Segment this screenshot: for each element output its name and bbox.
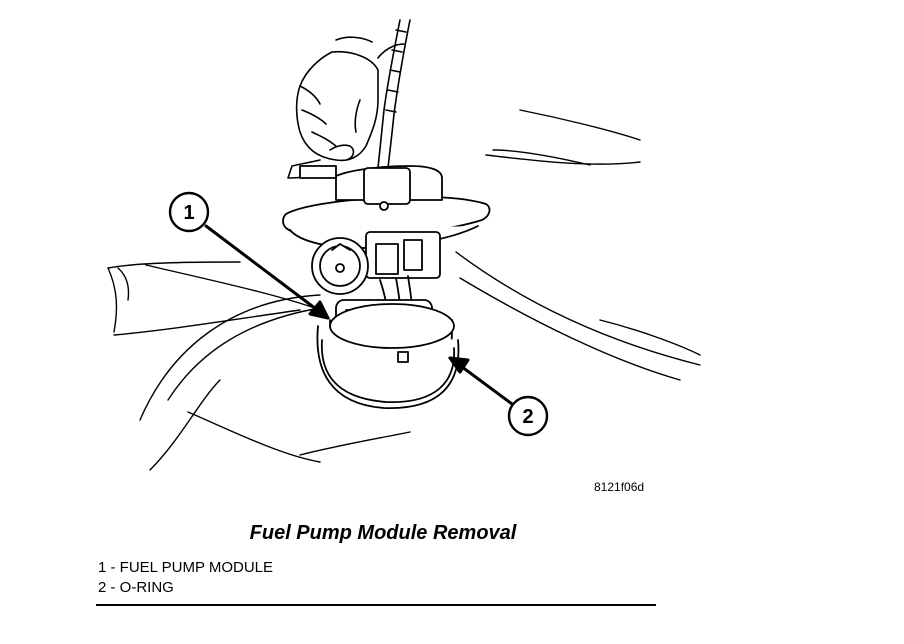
callout-1: 1	[168, 191, 210, 233]
reservoir-bucket	[316, 303, 460, 409]
figure-caption: Fuel Pump Module Removal	[249, 522, 517, 544]
hand	[287, 36, 405, 179]
legend-item: 2 - O-RING	[98, 579, 174, 596]
tank-contour-lines	[107, 109, 701, 471]
divider	[96, 604, 656, 606]
fuel-pump-illustration: 1 2	[107, 19, 701, 471]
legend: 1 - FUEL PUMP MODULE 2 - O-RING	[98, 558, 273, 598]
legend-item: 1 - FUEL PUMP MODULE	[98, 559, 274, 576]
pump-module-flange	[282, 165, 491, 249]
callout-2: 2	[507, 395, 549, 437]
callout-1-number: 1	[183, 202, 194, 224]
leader-line-1	[204, 224, 330, 320]
callout-2-number: 2	[522, 406, 533, 428]
figure-id: 8121f06d	[594, 480, 645, 494]
leader-line-2	[448, 356, 514, 406]
